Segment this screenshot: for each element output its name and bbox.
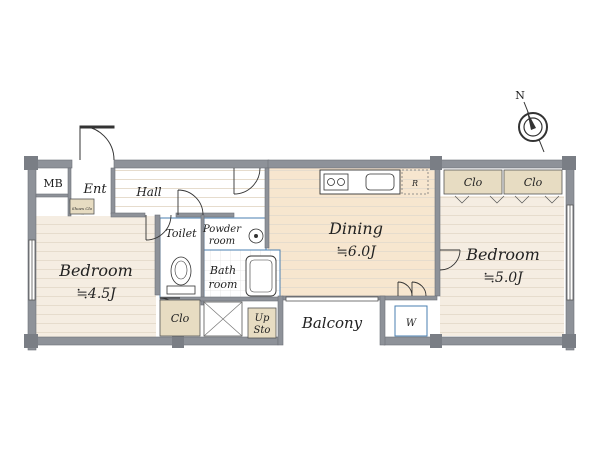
sanitary (166, 228, 428, 337)
post (430, 334, 442, 348)
window-balcony (285, 296, 379, 302)
bedroom-right-label: Bedroom (465, 245, 540, 264)
stove-icon (323, 173, 349, 191)
bathtub-inner-icon (249, 259, 273, 293)
compass: N (515, 89, 548, 153)
post (24, 334, 38, 348)
sink-icon (365, 173, 395, 191)
closet-right-2-label: Clo (524, 176, 543, 189)
closets (69, 169, 563, 339)
wall-toilet-right (200, 214, 205, 306)
door-hall-bedroom[interactable] (145, 214, 172, 241)
washer-pan (394, 305, 428, 337)
compass-north-label: N (515, 89, 525, 102)
closet-right-1 (443, 169, 503, 195)
entrance-door[interactable] (79, 125, 115, 161)
shoe-closet (69, 198, 95, 215)
toilet-label: Toilet (165, 227, 197, 240)
post (24, 156, 38, 170)
closet-doors (454, 195, 560, 204)
hall-label: Hall (135, 185, 161, 199)
wall-top-right (267, 159, 574, 169)
room-labels: MB Ent Shoes Clo Hall Bedroom ≒4.5J Toil… (43, 176, 542, 336)
post (562, 156, 576, 170)
up-storage-label-2: Sto (254, 325, 271, 336)
wall-hall-bottom (110, 212, 146, 218)
closet-door-mark (454, 195, 560, 204)
door-hall-top[interactable] (177, 189, 204, 216)
bathtub-icon (245, 255, 277, 297)
compass-arrow-icon (527, 111, 536, 130)
wall-bottom-right (383, 336, 575, 346)
closet-left (159, 299, 201, 337)
bedroom-left-area: ≒4.5J (76, 286, 117, 302)
toilet-seat-icon (174, 260, 188, 280)
bedroom-right-planks (440, 196, 564, 336)
toilet-tank-icon (166, 285, 196, 295)
pipe-shaft-cross (203, 301, 243, 337)
wall-bedroom-left-right (154, 214, 161, 296)
bath-room-label-2: room (209, 278, 238, 291)
post (562, 334, 576, 348)
closet-left-label: Clo (171, 312, 190, 325)
wall-mb-bottom (35, 193, 71, 198)
washer-label: W (406, 318, 417, 329)
wall-bottom-left (27, 336, 279, 346)
mb-label: MB (43, 177, 62, 190)
compass-ring-inner (523, 117, 543, 137)
up-storage-label-1: Up (255, 313, 270, 324)
shoe-closet-label: Shoes Clo (72, 206, 93, 211)
powder-room-label-2: room (209, 236, 235, 247)
kitchen (319, 169, 429, 195)
wall-dining-right (434, 167, 441, 297)
bedroom-right-area: ≒5.0J (483, 270, 524, 286)
wall-top-mid (113, 159, 270, 169)
washbasin-drain-icon (254, 234, 258, 238)
door-bedroom-right[interactable] (439, 249, 461, 271)
post (430, 156, 442, 170)
balcony-label: Balcony (301, 314, 363, 332)
post (172, 334, 184, 348)
wall-mb-right (67, 167, 72, 217)
bedroom-left-label: Bedroom (58, 261, 133, 280)
closet-right-1-label: Clo (464, 176, 483, 189)
burner-icon (327, 178, 335, 186)
bath-room-label-1: Bath (209, 264, 236, 277)
wall-hall-bottom-2 (175, 212, 235, 218)
dining-area: ≒6.0J (336, 244, 377, 260)
ent-label: Ent (82, 182, 107, 197)
wall-posts (24, 156, 576, 348)
balcony-floor (282, 306, 382, 342)
wall-powder-right (264, 167, 270, 249)
dining-label: Dining (328, 219, 383, 238)
bedroom-left-planks (36, 216, 156, 337)
closet-right-2 (503, 169, 563, 195)
up-storage (247, 307, 277, 339)
refrigerator-label: R (411, 179, 418, 188)
burner-icon (337, 178, 345, 186)
wall-balcony-right (379, 295, 386, 346)
door-balcony-right[interactable] (397, 281, 427, 297)
mb-floor (38, 170, 68, 194)
door-hall-dining[interactable] (233, 167, 261, 195)
windows (28, 204, 574, 302)
wall-entrance-right (110, 167, 116, 215)
floor-surfaces (36, 168, 564, 342)
powder-room-label-1: Powder (202, 224, 242, 235)
refrigerator-space (401, 169, 429, 195)
wall-balcony-left (277, 295, 284, 346)
door-swing (79, 125, 115, 161)
